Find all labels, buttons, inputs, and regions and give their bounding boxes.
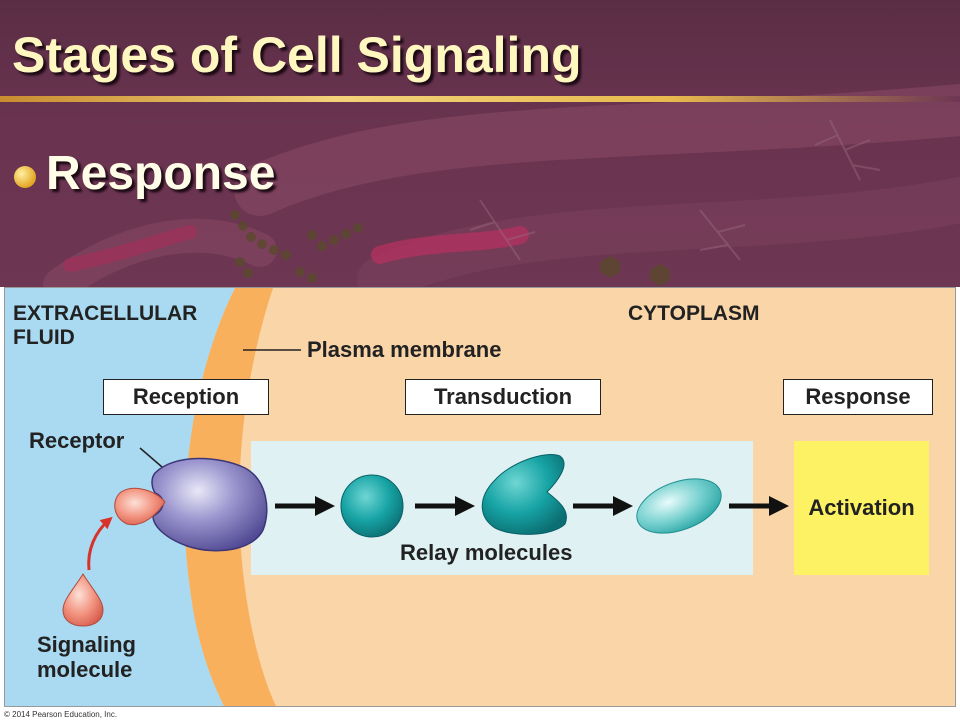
background-decoration <box>43 84 960 287</box>
relay-molecule-2 <box>481 454 567 535</box>
stage-reception: Reception <box>103 379 269 415</box>
relay-molecules-label: Relay molecules <box>400 540 573 565</box>
receptor-label: Receptor <box>29 428 125 453</box>
title-underline <box>0 96 960 102</box>
plasma-membrane-label: Plasma membrane <box>307 337 502 362</box>
signaling-molecule-free <box>62 573 104 627</box>
cytoplasm-label: CYTOPLASM <box>628 302 760 325</box>
slide-header: Stages of Cell Signaling Response <box>0 0 960 287</box>
cell-signaling-diagram: EXTRACELLULAR FLUID CYTOPLASM Plasma mem… <box>4 287 956 707</box>
stage-transduction: Transduction <box>405 379 601 415</box>
signaling-molecule-label: Signaling molecule <box>37 632 136 682</box>
stage-response: Response <box>783 379 933 415</box>
receptor-shape <box>151 457 268 552</box>
copyright-notice: © 2014 Pearson Education, Inc. <box>4 710 118 719</box>
slide-title: Stages of Cell Signaling <box>12 27 582 83</box>
relay-molecule-1 <box>340 474 404 538</box>
binding-arrow <box>87 516 113 571</box>
activation-box: Activation <box>794 441 929 575</box>
relay-molecule-3 <box>636 478 722 534</box>
signaling-molecule-bound <box>114 487 166 526</box>
extracellular-label: EXTRACELLULAR FLUID <box>13 302 198 349</box>
bullet-icon <box>14 166 36 188</box>
bullet-response: Response <box>46 147 276 200</box>
